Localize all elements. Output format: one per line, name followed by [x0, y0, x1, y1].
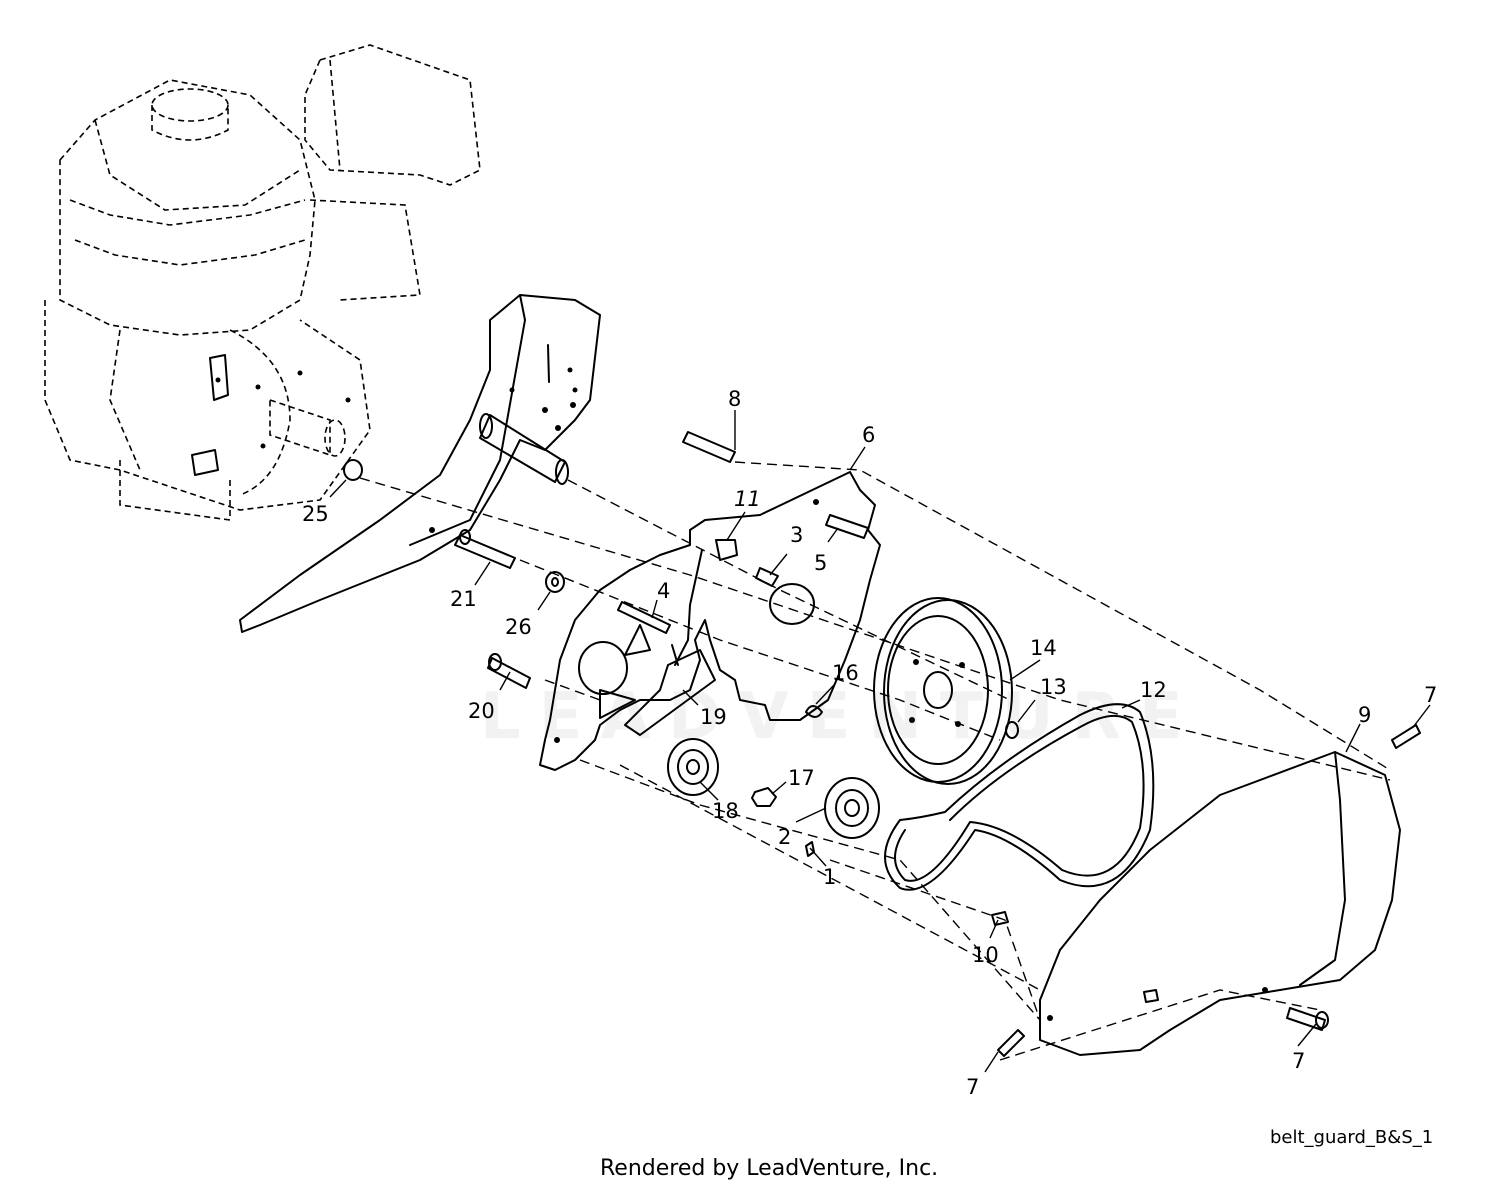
callout-5: 5: [814, 551, 827, 575]
callout-2: 2: [778, 825, 791, 849]
drive-pulley: [873, 597, 1013, 785]
callout-7-bottom-left: 7: [966, 1075, 979, 1099]
callout-7-top-right: 7: [1424, 683, 1437, 707]
callout-8: 8: [728, 387, 741, 411]
callout-6: 6: [862, 423, 875, 447]
callout-18: 18: [712, 799, 739, 823]
render-credit: Rendered by LeadVenture, Inc.: [600, 1156, 939, 1181]
callout-11: 11: [734, 487, 761, 511]
callout-7-bottom-right: 7: [1292, 1049, 1305, 1073]
callout-13: 13: [1040, 675, 1067, 699]
watermark: LEADVENTURE: [480, 680, 1201, 754]
frame-arm: [239, 294, 601, 633]
callout-25: 25: [302, 502, 329, 526]
callout-20: 20: [468, 699, 495, 723]
callout-9: 9: [1358, 703, 1371, 727]
callout-1: 1: [823, 865, 836, 889]
callout-pointers: [329, 410, 1431, 1073]
callout-4: 4: [657, 579, 670, 603]
callout-10: 10: [972, 943, 999, 967]
callout-19: 19: [700, 705, 727, 729]
callout-21: 21: [450, 587, 477, 611]
callout-labels: 1 2 3 4 5 6 7 7 7 8 9 10 11 12 13 14 16 …: [302, 387, 1437, 1099]
callout-3: 3: [790, 523, 803, 547]
callout-17: 17: [788, 766, 815, 790]
drive-belt: [884, 703, 1155, 891]
engine-phantom: [44, 44, 481, 521]
callout-16: 16: [832, 661, 859, 685]
callout-12: 12: [1140, 678, 1167, 702]
callout-14: 14: [1030, 636, 1057, 660]
diagram-id-label: belt_guard_B&S_1: [1270, 1127, 1434, 1148]
alignment-lines: [359, 461, 1391, 1061]
bracket-plate: [539, 471, 881, 771]
idler-pulleys: [667, 738, 880, 839]
belt-guard: [1039, 751, 1401, 1056]
callout-26: 26: [505, 615, 532, 639]
